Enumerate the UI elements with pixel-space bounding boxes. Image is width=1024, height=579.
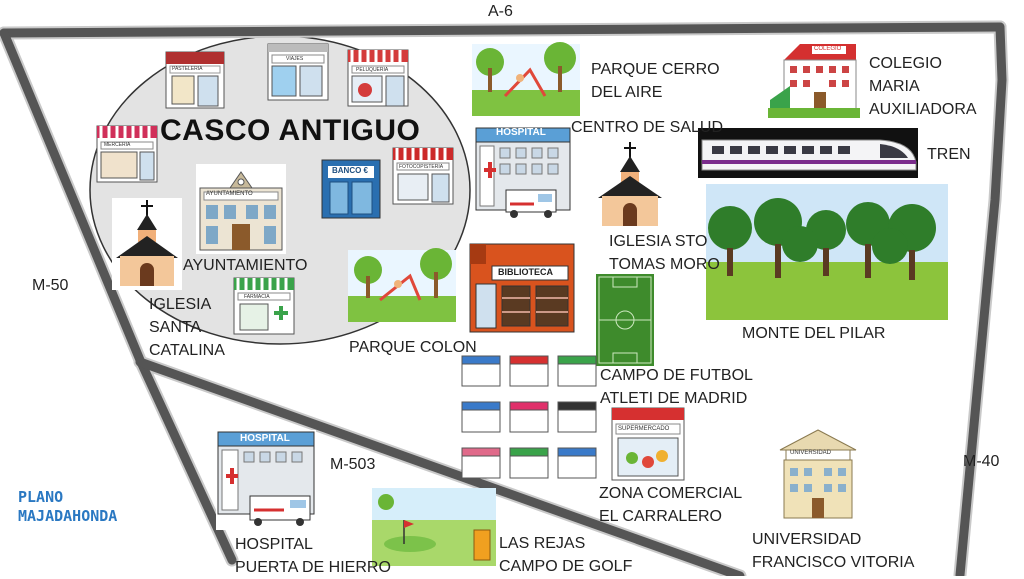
map-title-line-1: PLANO: [18, 488, 64, 506]
road-network: [0, 20, 1009, 576]
merceria-icon: [96, 125, 158, 183]
label-parque-colon: PARQUE COLON: [349, 339, 477, 356]
label-hospital-puerta-hierro: HOSPITAL PUERTA DE HIERRO: [235, 536, 391, 576]
road-label-a6: A-6: [488, 3, 513, 20]
peluqueria-icon: [347, 49, 409, 107]
casco-antiguo-label: CASCO ANTIGUO: [160, 114, 421, 147]
label-campo-futbol: CAMPO DE FUTBOL ATLETI DE MADRID: [600, 367, 753, 407]
map-title: PLANO MAJADAHONDA: [18, 488, 117, 526]
road-m503: [135, 357, 745, 576]
road-label-m40: M-40: [963, 453, 1000, 470]
sign-banco: BANCO €: [332, 166, 369, 175]
label-centro-salud: CENTRO DE SALUD: [571, 119, 724, 136]
sign-universidad: UNIVERSIDAD: [790, 450, 832, 456]
agencia-viajes-icon: [267, 43, 329, 101]
label-monte-del-pilar: MONTE DEL PILAR: [742, 325, 886, 342]
road-label-m50: M-50: [32, 277, 69, 294]
label-las-rejas: LAS REJAS CAMPO DE GOLF: [499, 535, 633, 575]
universidad-icon: [779, 429, 857, 519]
label-zona-comercial: ZONA COMERCIAL EL CARRALERO: [599, 485, 743, 525]
colegio-icon: [768, 44, 860, 118]
hospital-puerta-hierro-icon: [216, 430, 316, 530]
label-parque-cerro-aire: PARQUE CERRO DEL AIRE: [591, 61, 720, 101]
campo-futbol-icon: [596, 274, 654, 366]
banco-icon: [321, 159, 381, 219]
sign-hospital-puerta-hierro: HOSPITAL: [240, 433, 290, 444]
pasteleria-icon: [165, 51, 225, 109]
sign-peluqueria: PELUQUERIA: [356, 67, 389, 73]
sign-viajes: VIAJES: [286, 56, 304, 62]
road-m40: [955, 22, 1007, 576]
label-universidad: UNIVERSIDAD FRANCISCO VITORIA: [752, 531, 915, 571]
centro-salud-icon: [474, 126, 572, 224]
sign-supermercado: SUPERMERCADO: [618, 426, 670, 432]
iglesia-santo-tomas-moro-icon: [598, 142, 662, 226]
campo-golf-icon: [372, 488, 496, 566]
sign-pasteleria: PASTELERIA: [172, 66, 203, 72]
monte-del-pilar-icon: [706, 184, 948, 320]
map-title-line-2: MAJADAHONDA: [18, 507, 118, 525]
zona-comercial-shops-icon: [461, 355, 597, 479]
sign-hospital-centro: HOSPITAL: [496, 127, 546, 138]
sign-biblioteca: BIBLIOTECA: [498, 267, 553, 277]
label-iglesia-santa-catalina: IGLESIA SANTA CATALINA: [149, 296, 225, 359]
supermercado-icon: [611, 407, 685, 481]
road-label-m503: M-503: [330, 456, 376, 473]
sign-colegio: COLEGIO: [814, 46, 842, 52]
label-colegio: COLEGIO MARIA AUXILIADORA: [869, 55, 977, 118]
sign-ayuntamiento: AYUNTAMIENTO: [206, 191, 253, 197]
iglesia-santa-catalina-icon: [112, 198, 182, 290]
parque-colon-icon: [348, 248, 456, 322]
farmacia-icon: [233, 277, 295, 335]
label-iglesia-santo-tomas: IGLESIA STO TOMAS MORO: [609, 233, 720, 273]
parque-cerro-aire-icon: [472, 42, 580, 116]
tren-icon: [698, 128, 918, 178]
fotocopisteria-icon: [392, 147, 454, 205]
label-tren: TREN: [927, 146, 971, 163]
label-ayuntamiento: AYUNTAMIENTO: [183, 257, 308, 274]
road-a6: [0, 22, 1005, 38]
sign-farmacia: FARMACIA: [244, 294, 270, 300]
biblioteca-icon: [469, 243, 575, 333]
sign-fotocopisteria: FOTOCOPISTERIA: [399, 164, 444, 170]
ayuntamiento-icon: [196, 164, 286, 254]
sign-merceria: MERCERIA: [104, 142, 131, 148]
